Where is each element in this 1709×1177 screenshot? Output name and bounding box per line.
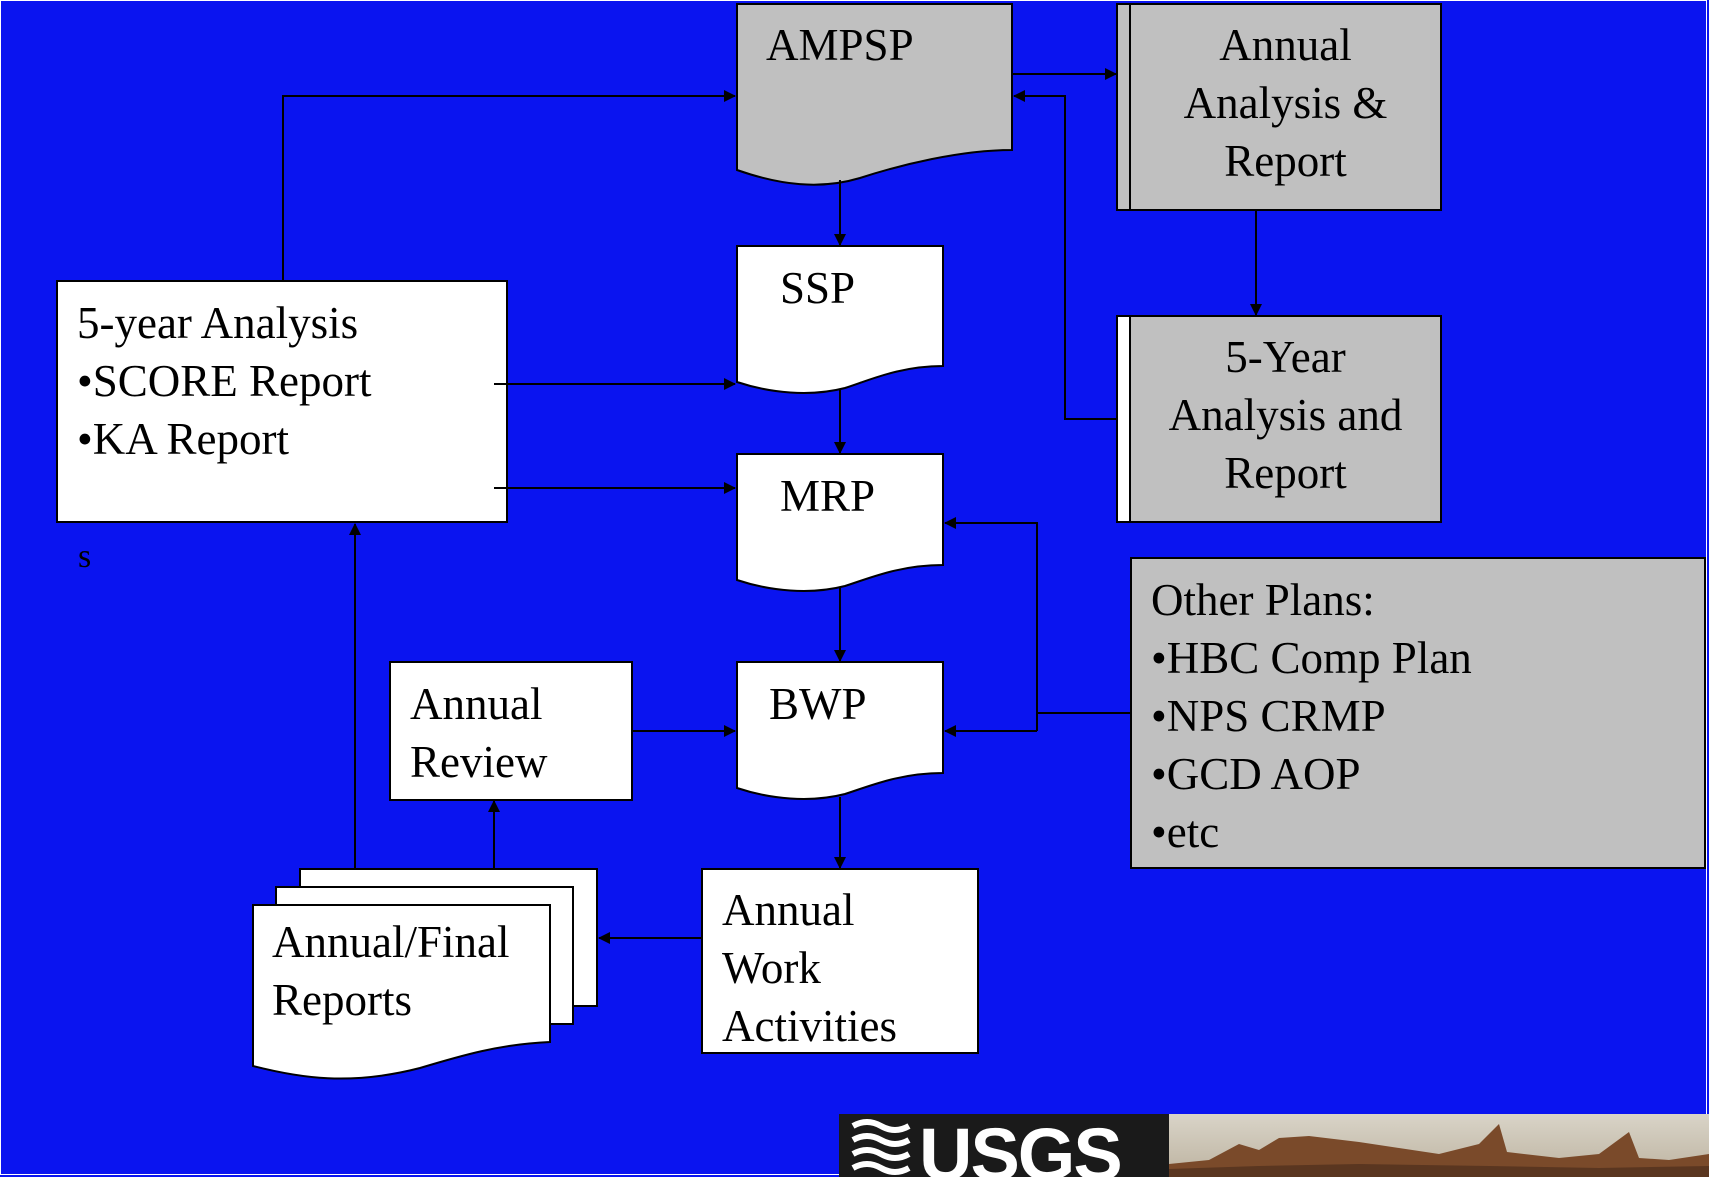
ampsp-label: AMPSP [766,20,914,70]
arrow-five-year-report-to-ampsp [1013,90,1117,420]
annual-analysis-label: Annual Analysis & Report [1130,16,1441,190]
annual-work-shape [701,868,979,1054]
desert-landscape-image [839,1114,1709,1177]
bwp-label: BWP [769,679,867,729]
score-report-item: •SCORE Report [77,356,372,406]
ssp-label: SSP [780,263,856,313]
usgs-logo-text: USGS [919,1114,1123,1177]
hbc-comp-plan-item: •HBC Comp Plan [1151,633,1472,683]
annual-review-line-2: Review [410,737,548,787]
annual-analysis-line-3: Report [1224,136,1347,186]
five-year-report-line-3: Report [1224,448,1347,498]
usgs-banner: USGS [839,1114,1709,1177]
usgs-wave-icon [851,1119,911,1175]
mrp-label: MRP [780,471,876,521]
annual-work-line-2: Work [722,943,821,993]
arrow-other-plans-to-mrp [944,517,1131,714]
annual-review-line-1: Annual [410,679,543,729]
other-plans-shape [1130,557,1706,869]
annual-analysis-back [1116,3,1442,211]
nps-crmp-item: •NPS CRMP [1151,691,1386,741]
five-year-analysis-shape [56,280,508,523]
five-year-report-label: 5-Year Analysis and Report [1130,328,1441,502]
arrow-five-year-to-ampsp [282,90,736,281]
other-plans-title: Other Plans: [1151,575,1375,625]
annual-review-shape [389,661,633,801]
ampsp-document-shape [736,3,1013,186]
annual-final-reports-line-1: Annual/Final [272,917,510,967]
annual-review-label: Annual Review [410,675,547,791]
stray-text: s [78,538,92,575]
etc-item: •etc [1151,807,1220,857]
annual-analysis-line-1: Annual [1219,20,1352,70]
ssp-document-shape [736,245,944,394]
reports-page-front [252,904,551,1080]
annual-final-reports-line-2: Reports [272,975,412,1025]
annual-analysis-line-2: Analysis & [1183,78,1388,128]
annual-work-label: Annual Work Activities [722,881,897,1055]
ka-report-item: •KA Report [77,414,289,464]
bwp-document-shape [736,661,944,800]
five-year-report-line-2: Analysis and [1168,390,1403,440]
annual-work-line-3: Activities [722,1001,897,1051]
other-plans-label: Other Plans: •HBC Comp Plan •NPS CRMP •G… [1151,571,1472,861]
annual-work-line-1: Annual [722,885,855,935]
five-year-report-line-1: 5-Year [1225,332,1346,382]
five-year-report-edge [1116,315,1131,523]
five-year-analysis-title: 5-year Analysis [77,298,359,348]
five-year-analysis-label: 5-year Analysis •SCORE Report •KA Report [77,294,372,468]
annual-final-reports-label: Annual/Final Reports [272,913,509,1029]
mrp-document-shape [736,453,944,592]
gcd-aop-item: •GCD AOP [1151,749,1361,799]
